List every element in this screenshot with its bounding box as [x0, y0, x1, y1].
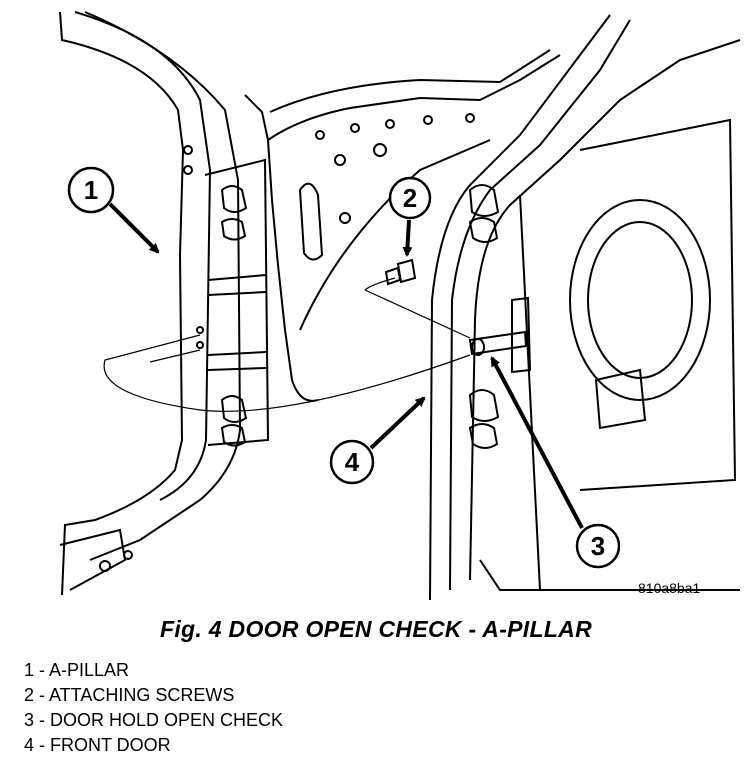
alignment-lines — [103, 277, 471, 412]
legend-item: 4 - FRONT DOOR — [24, 735, 171, 755]
legend-item: 1 - A-PILLAR — [24, 660, 130, 680]
callout-4-number: 4 — [345, 447, 360, 477]
callout-3: 3 — [490, 356, 621, 569]
callout-2-number: 2 — [403, 183, 417, 213]
figure-code: 810a8ba1 — [638, 580, 701, 596]
callout-3-number: 3 — [591, 531, 605, 561]
legend-item: 2 - ATTACHING SCREWS — [24, 685, 235, 705]
door-check-strap — [468, 330, 528, 356]
figure-title: Fig. 4 DOOR OPEN CHECK - A-PILLAR — [160, 616, 592, 642]
attaching-screw-drawing — [384, 258, 417, 286]
front-door-drawing — [429, 14, 741, 601]
callout-1: 1 — [67, 166, 160, 254]
door-check-illustration: 1 2 3 4 — [59, 11, 741, 601]
a-pillar-drawing — [59, 11, 270, 596]
callout-legend: 1 - A-PILLAR 2 - ATTACHING SCREWS 3 - DO… — [24, 658, 283, 758]
legend-item: 3 - DOOR HOLD OPEN CHECK — [24, 710, 284, 730]
body-inner-panel — [244, 49, 561, 402]
callout-2: 2 — [388, 176, 432, 257]
callout-1-number: 1 — [84, 175, 98, 205]
callout-4: 4 — [329, 396, 426, 485]
